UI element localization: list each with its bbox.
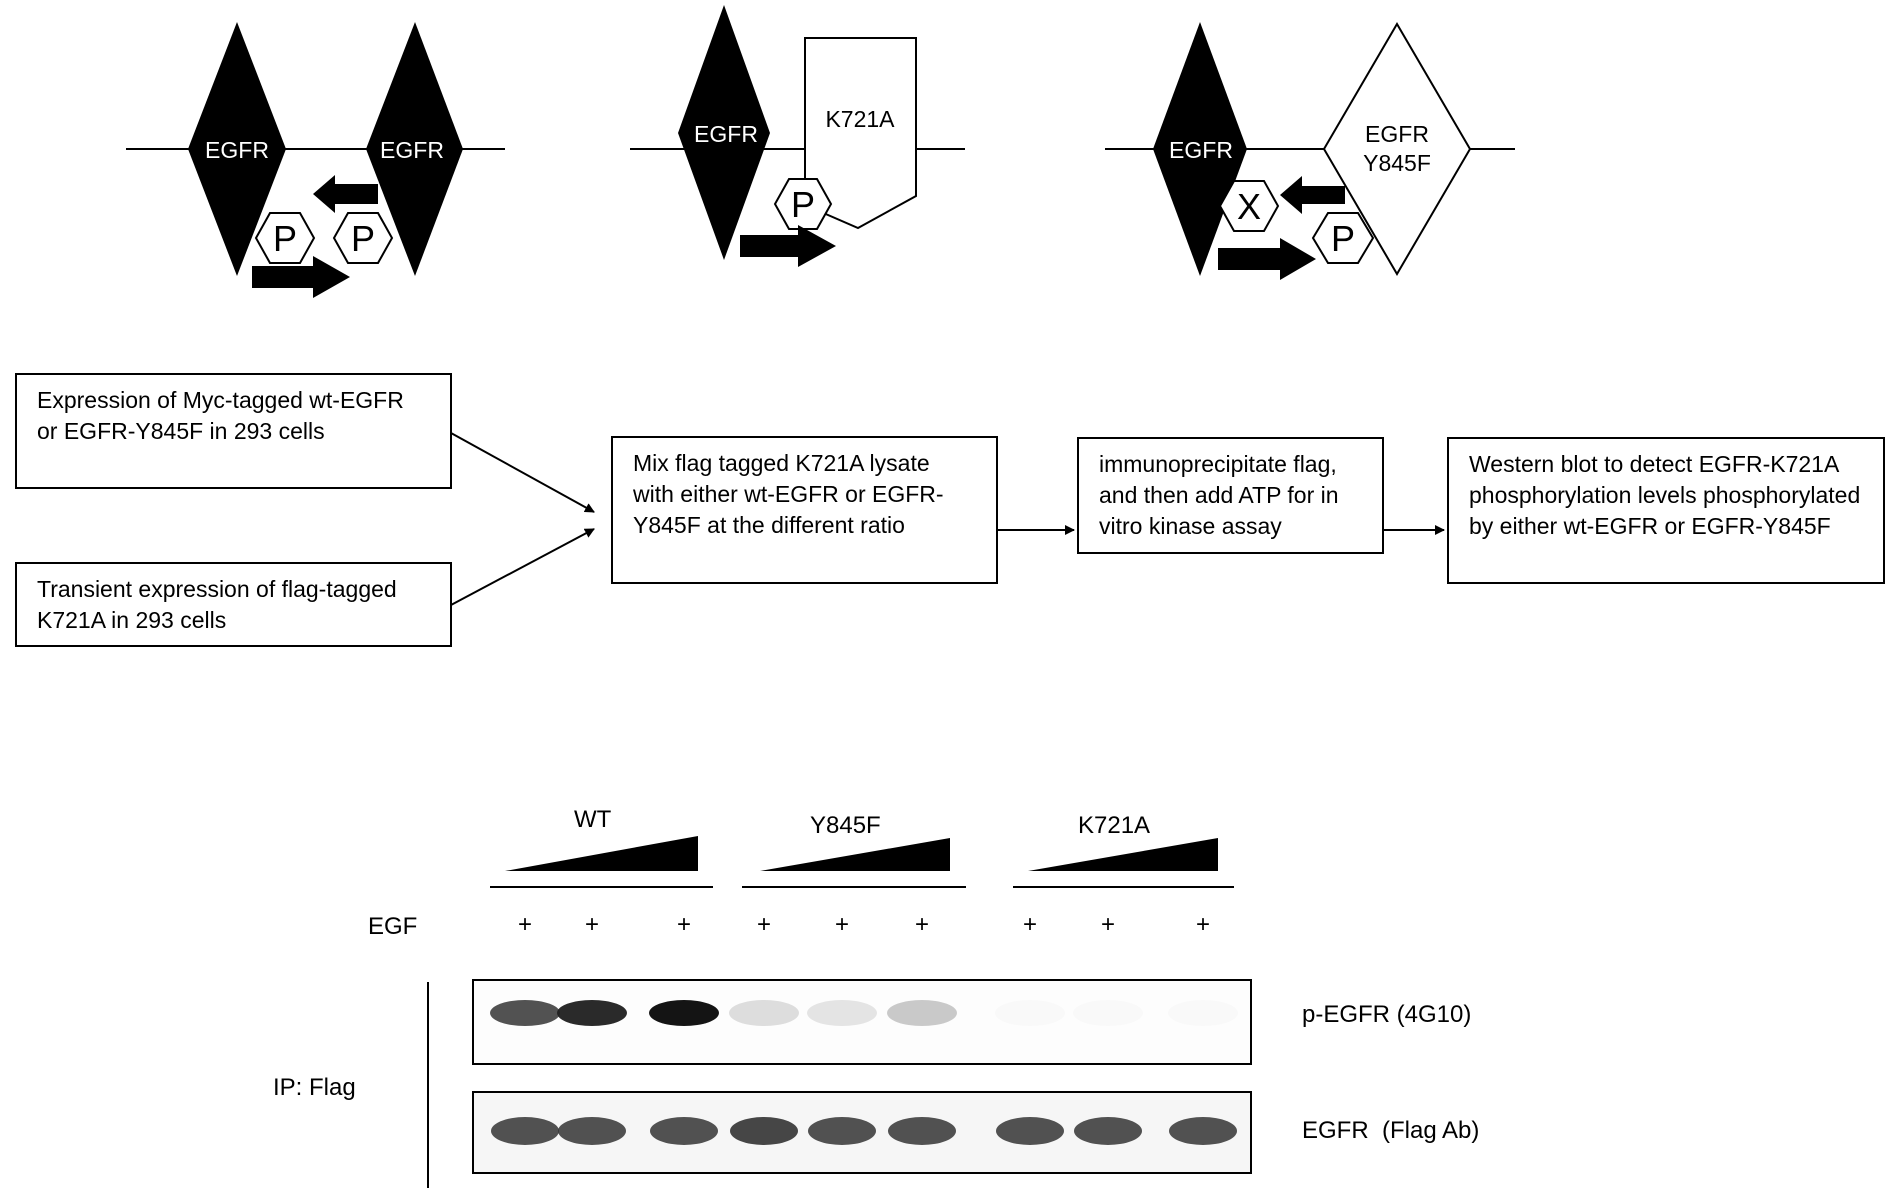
- workflow-step-mix-lysate: Mix flag tagged K721A lysate with either…: [611, 436, 998, 584]
- egfr-label: EGFR: [1169, 137, 1233, 163]
- right-arrow: [1218, 238, 1316, 280]
- egfr-right-diamond: [366, 22, 463, 276]
- mechanism-schematics: EGFR EGFR P P EGFR K721A P EGFR: [126, 5, 1515, 298]
- phospho-p-2: P: [351, 218, 375, 259]
- workflow-step-flag-expression: Transient expression of flag-tagged K721…: [15, 562, 452, 647]
- group-label-y845f: Y845F: [810, 812, 881, 839]
- egf-plus-mark: +: [835, 911, 850, 938]
- egfr-label: EGFR: [694, 121, 758, 147]
- workflow-step-myc-expression: Expression of Myc-tagged wt-EGFR or EGFR…: [15, 373, 452, 489]
- ip-flag-label: IP: Flag: [273, 1074, 356, 1101]
- p-egfr-band: [995, 1000, 1065, 1026]
- p-egfr-bands: [490, 1000, 1238, 1026]
- egfr-band: [491, 1117, 559, 1145]
- blocked-x: X: [1237, 186, 1261, 227]
- egfr-band: [558, 1117, 626, 1145]
- phospho-p: P: [791, 184, 815, 225]
- right-arrow: [740, 225, 836, 267]
- egf-label: EGF: [368, 913, 418, 940]
- group-label-wt: WT: [574, 806, 612, 833]
- mechanism-wt-dimer: EGFR EGFR P P: [126, 22, 505, 298]
- p-egfr-panel-label: p-EGFR (4G10): [1302, 1001, 1472, 1028]
- p-egfr-band: [490, 1000, 560, 1026]
- egfr-band: [650, 1117, 718, 1145]
- egfr-left-label: EGFR: [205, 137, 269, 163]
- egf-plus-mark: +: [585, 911, 600, 938]
- p-egfr-band: [1073, 1000, 1143, 1026]
- egfr-band: [888, 1117, 956, 1145]
- wt-ramp: [490, 836, 713, 888]
- egf-plus-mark: +: [518, 911, 533, 938]
- k721a-ramp-wedge: [1028, 838, 1218, 871]
- phospho-p-1: P: [273, 218, 297, 259]
- p-egfr-band: [729, 1000, 799, 1026]
- right-arrow: [252, 256, 350, 298]
- mechanism-k721a: EGFR K721A P: [630, 5, 965, 267]
- phospho-hexagon: [773, 178, 833, 230]
- phospho-p: P: [1331, 218, 1355, 259]
- egfr-band: [1169, 1117, 1237, 1145]
- egf-plus-mark: +: [677, 911, 692, 938]
- egfr-right-label: EGFR: [380, 137, 444, 163]
- p-egfr-band: [887, 1000, 957, 1026]
- egfr-left-diamond: [188, 22, 286, 276]
- y845f-ramp-wedge: [760, 838, 950, 871]
- left-arrow: [313, 175, 378, 213]
- k721a-label: K721A: [825, 106, 895, 132]
- k721a-ramp: [1013, 838, 1234, 888]
- egfr-band: [730, 1117, 798, 1145]
- egfr-band: [808, 1117, 876, 1145]
- egf-plus-mark: +: [1023, 911, 1038, 938]
- egfr-band: [996, 1117, 1064, 1145]
- egf-plus-mark: +: [757, 911, 772, 938]
- wt-ramp-wedge: [505, 836, 698, 871]
- workflow-step-western-blot: Western blot to detect EGFR-K721A phosph…: [1447, 437, 1885, 584]
- phospho-hexagon-2: [332, 212, 394, 264]
- group-label-k721a: K721A: [1078, 812, 1151, 839]
- p-egfr-band: [649, 1000, 719, 1026]
- egfr-diamond: [678, 5, 770, 260]
- egf-plus-mark: +: [1196, 911, 1211, 938]
- egfr-bands: [491, 1117, 1237, 1145]
- egf-plus-mark: +: [915, 911, 930, 938]
- p-egfr-band: [807, 1000, 877, 1026]
- blocked-hexagon: [1218, 180, 1280, 232]
- left-arrow: [1280, 176, 1345, 214]
- mechanism-y845f: EGFR EGFR Y845F X P: [1105, 22, 1515, 280]
- y845f-label-2: Y845F: [1363, 150, 1431, 176]
- egf-plus-mark: +: [1101, 911, 1116, 938]
- y845f-ramp: [742, 838, 966, 888]
- p-egfr-band: [557, 1000, 627, 1026]
- egfr-band: [1074, 1117, 1142, 1145]
- p-egfr-band: [1168, 1000, 1238, 1026]
- k721a-pentagon: [804, 37, 917, 230]
- arrow-flag-to-mix: [450, 528, 595, 606]
- y845f-diamond: [1322, 22, 1472, 276]
- egfr-panel-label: EGFR (Flag Ab): [1302, 1117, 1480, 1144]
- workflow-step-immunoprecipitate: immunoprecipitate flag, and then add ATP…: [1077, 437, 1384, 554]
- y845f-label-1: EGFR: [1365, 121, 1429, 147]
- phospho-hexagon-1: [254, 212, 316, 264]
- workflow-arrows: [450, 432, 1445, 606]
- phospho-hexagon: [1311, 212, 1375, 264]
- arrow-myc-to-mix: [450, 432, 595, 513]
